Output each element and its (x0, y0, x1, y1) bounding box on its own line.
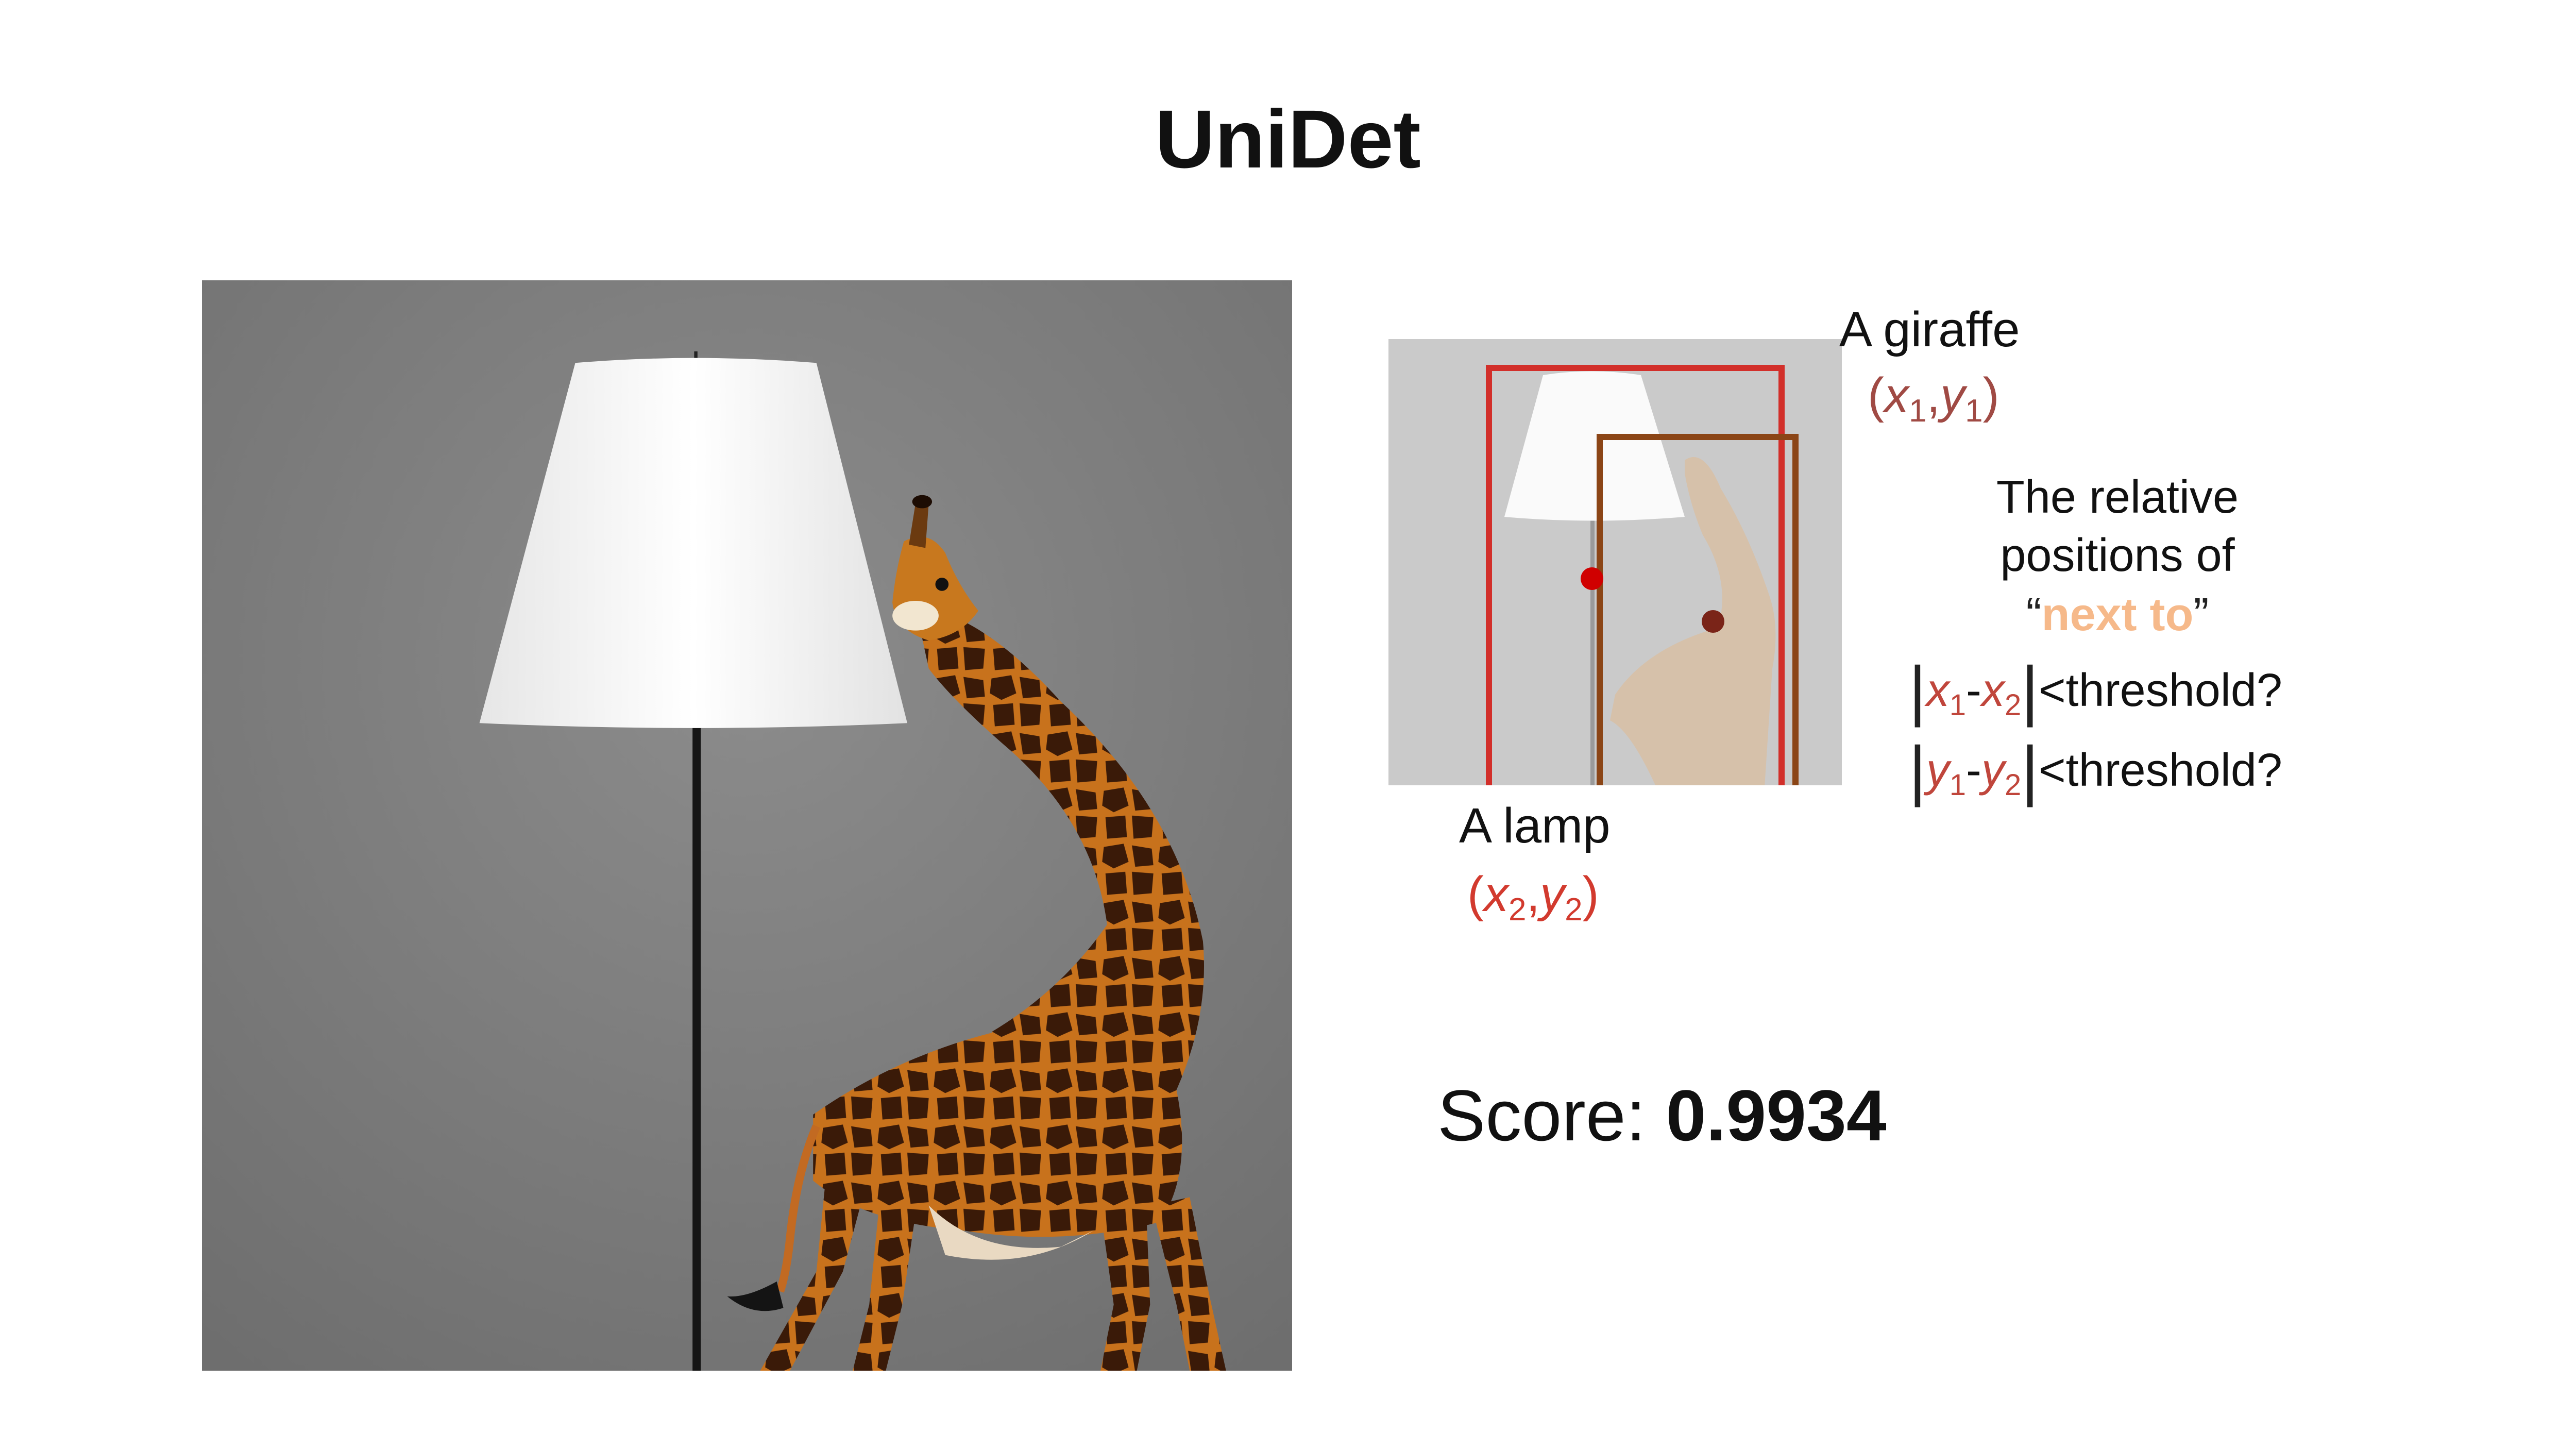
giraffe-coordinates: (x1,y1) (1868, 368, 1999, 429)
y-threshold-condition: |y1-y2|<threshold? (1909, 732, 2282, 807)
giraffe-bounding-box (1597, 434, 1799, 785)
giraffe-label: A giraffe (1839, 302, 2020, 357)
score-display: Score: 0.9934 (1437, 1080, 1887, 1152)
giraffe-tail (776, 1124, 821, 1293)
giraffe-neck (916, 607, 1205, 1140)
lamp-coordinates: (x2,y2) (1467, 867, 1599, 928)
relative-positions-line1: The relative (1996, 471, 2239, 523)
mini-giraffe (1610, 457, 1776, 785)
score-label: Score: (1437, 1075, 1646, 1156)
giraffe-center-point (1702, 610, 1724, 633)
lamp-bounding-box (1486, 365, 1785, 785)
lamp-pole (692, 713, 701, 1371)
relation-phrase: “next to” (2026, 589, 2209, 641)
giraffe-leg (853, 1205, 916, 1371)
giraffe-leg (760, 1172, 863, 1371)
x-threshold-condition: |x1-x2|<threshold? (1909, 652, 2282, 728)
mini-lamp-shade (1504, 371, 1685, 521)
lamp-label: A lamp (1459, 798, 1611, 853)
generated-image (202, 280, 1292, 1371)
score-value: 0.9934 (1666, 1075, 1887, 1156)
lamp-shade (479, 358, 907, 728)
giraffe-leg (1100, 1222, 1150, 1371)
relative-positions-line2: positions of (2000, 530, 2235, 581)
giraffe-leg (1151, 1197, 1226, 1371)
giraffe-body (813, 1031, 1182, 1237)
detection-illustration (1388, 339, 1842, 785)
lamp-center-point (1581, 567, 1603, 590)
page-title: UniDet (1155, 93, 1421, 185)
